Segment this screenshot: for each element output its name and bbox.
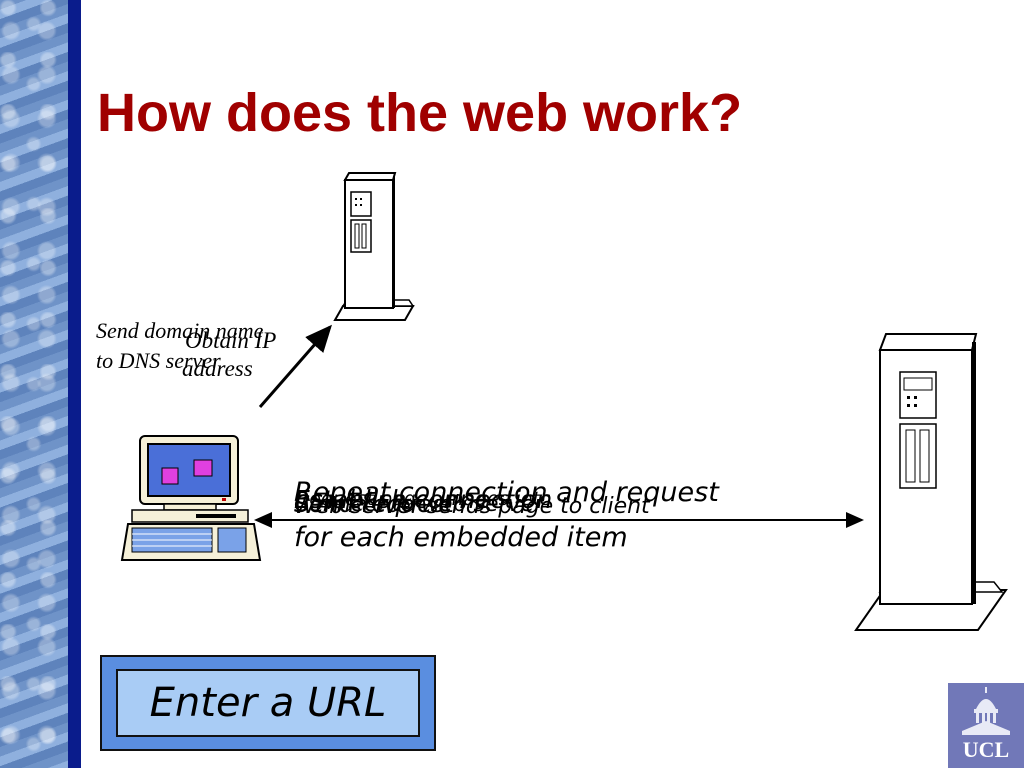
enter-url-button[interactable]: Enter a URL: [100, 655, 436, 751]
repeat-connection-text: Repeat connection and request: [294, 477, 719, 508]
ucl-logo-text: UCL: [962, 737, 1010, 762]
dns-request-line: [258, 324, 332, 408]
send-request-text: Send request: [294, 490, 454, 518]
enter-url-label: Enter a URL: [149, 680, 387, 726]
sidebar-rule: [68, 0, 81, 768]
slide-title: How does the web work?: [97, 83, 743, 143]
obtain-ip-text: Obtain IP address: [182, 328, 277, 381]
sidebar-texture: [0, 0, 68, 768]
repeat-embedded-text: for each embedded item: [294, 522, 628, 553]
request-page-text: Request page, images, etc: [296, 488, 551, 510]
dns-server-icon: [333, 172, 415, 321]
enter-url-inner: Enter a URL: [116, 669, 420, 737]
web-server-icon: [854, 333, 1008, 631]
client-computer-icon: [120, 435, 262, 561]
ucl-dome-icon: [962, 687, 1010, 735]
establish-connection-text: Establish connection: [294, 485, 553, 514]
connect-web-server-text: Connect to web server: [294, 492, 544, 517]
ucl-logo: UCL: [948, 683, 1024, 768]
dns-send-text: Send domain name to DNS server: [96, 318, 264, 373]
web-server-sends-text: Web server sends page to client: [294, 494, 650, 519]
